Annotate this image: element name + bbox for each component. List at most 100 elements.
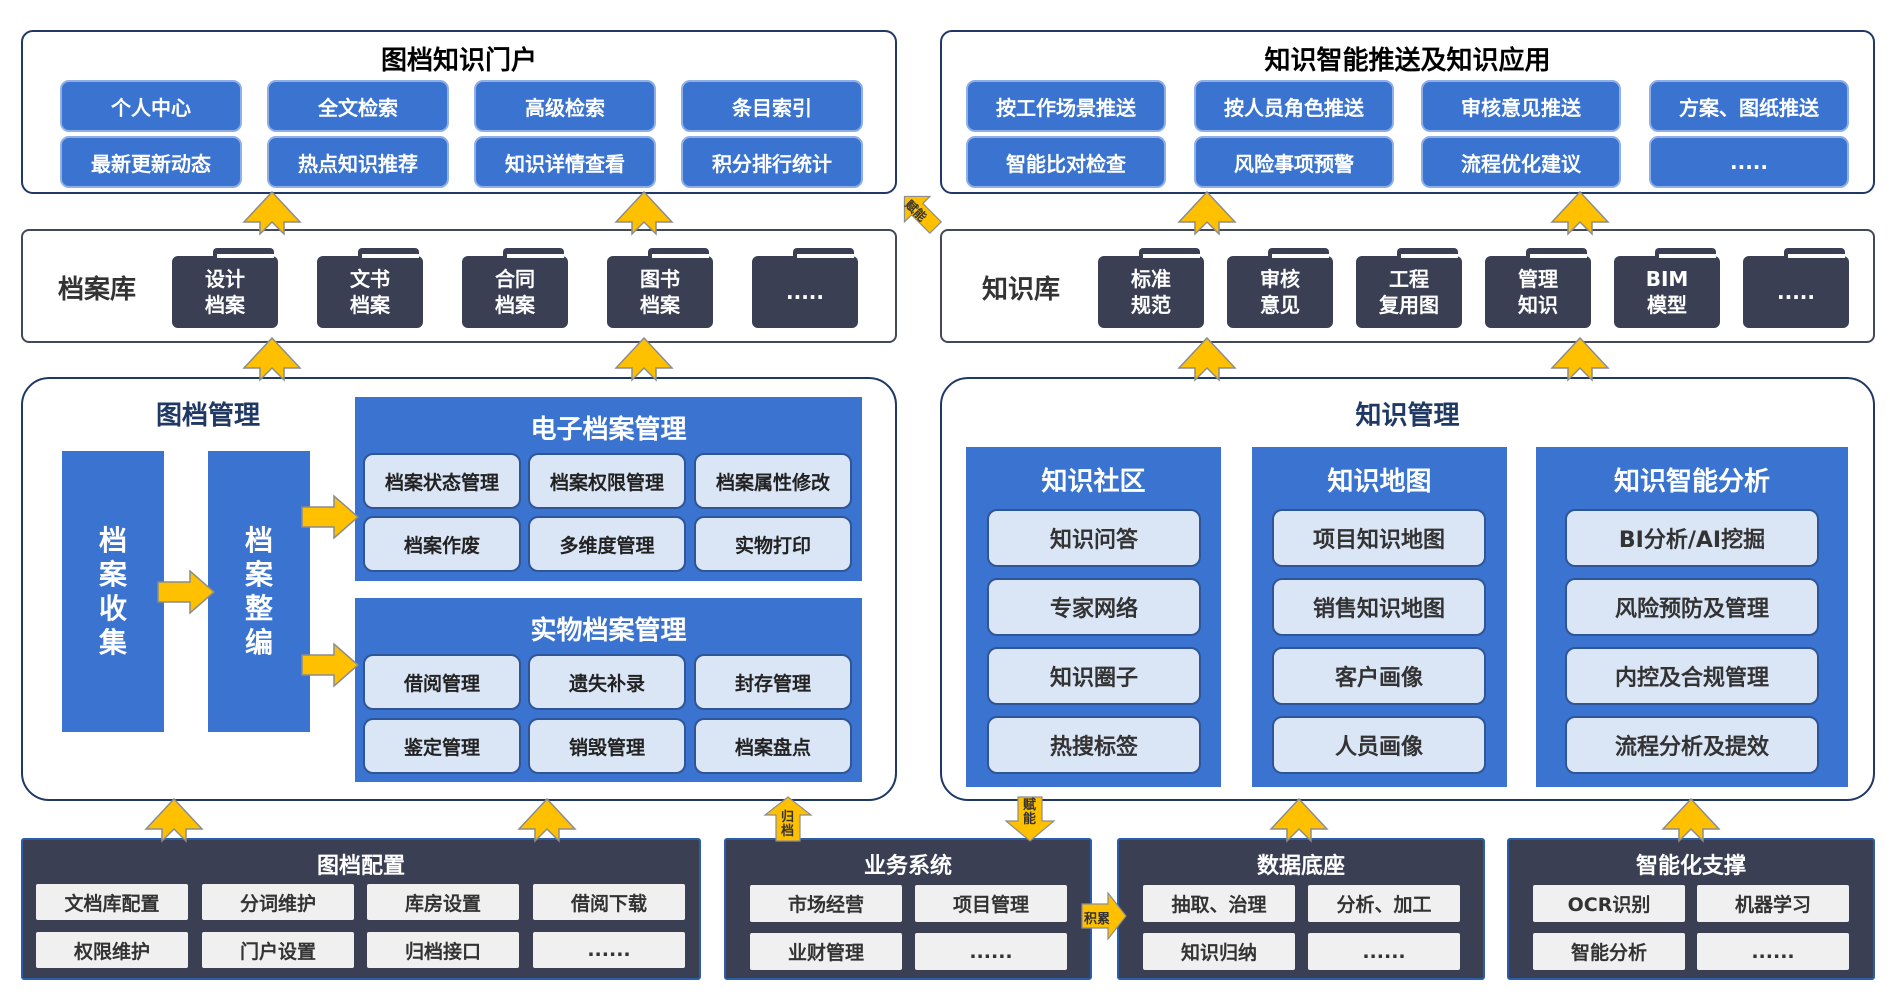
electronic-item[interactable]: 档案权限管理 [528, 453, 686, 509]
community-item[interactable]: 知识圈子 [987, 647, 1201, 705]
analysis-item[interactable]: 风险预防及管理 [1565, 578, 1819, 636]
map-item[interactable]: 销售知识地图 [1272, 578, 1486, 636]
folder-icon[interactable]: ..... [1743, 248, 1849, 328]
folder-label: 审核 意见 [1260, 267, 1300, 317]
business-item[interactable]: 项目管理 [915, 885, 1067, 922]
push-button[interactable]: 按工作场景推送 [966, 80, 1166, 132]
knowledge-map-title: 知识地图 [1327, 467, 1432, 497]
push-button[interactable]: 方案、图纸推送 [1649, 80, 1849, 132]
map-item[interactable]: 客户画像 [1272, 647, 1486, 705]
folder-icon[interactable]: 标准 规范 [1098, 248, 1204, 328]
folder-icon[interactable]: 审核 意见 [1227, 248, 1333, 328]
portal-button[interactable]: 知识详情查看 [474, 136, 656, 188]
archive-library: 档案库 [21, 229, 897, 343]
ai-support-title: 智能化支撑 [1635, 854, 1746, 879]
up-arrow-icon [1550, 190, 1610, 236]
portal-button[interactable]: 条目索引 [681, 80, 863, 132]
folder-icon[interactable]: BIM 模型 [1614, 248, 1720, 328]
portal-button[interactable]: 个人中心 [60, 80, 242, 132]
ai-item[interactable]: 机器学习 [1697, 885, 1849, 922]
config-item[interactable]: ...... [533, 932, 685, 968]
archive-collect-label: 档 案 收 集 [98, 523, 127, 659]
empower-down-arrow: 赋 能 [1004, 796, 1056, 842]
physical-item[interactable]: 销毁管理 [528, 718, 686, 774]
config-item[interactable]: 门户设置 [202, 932, 354, 968]
push-button[interactable]: 审核意见推送 [1421, 80, 1621, 132]
config-item[interactable]: 库房设置 [367, 884, 519, 920]
up-arrow-icon [1177, 336, 1237, 382]
push-button[interactable]: 按人员角色推送 [1194, 80, 1394, 132]
knowledge-community-title: 知识社区 [1041, 467, 1146, 497]
folder-label: ..... [1777, 280, 1815, 304]
data-item[interactable]: ...... [1308, 933, 1460, 970]
data-item[interactable]: 分析、加工 [1308, 885, 1460, 922]
diagonal-arrow-icon [903, 195, 943, 235]
archive-management-title: 图档管理 [155, 401, 260, 431]
folder-label: 图书 档案 [640, 267, 680, 317]
community-item[interactable]: 专家网络 [987, 578, 1201, 636]
push-button[interactable]: 流程优化建议 [1421, 136, 1621, 188]
folder-label: 工程 复用图 [1379, 267, 1439, 317]
folder-icon[interactable]: 设计 档案 [172, 248, 278, 328]
folder-label: 设计 档案 [205, 267, 245, 317]
business-item[interactable]: 市场经营 [750, 885, 902, 922]
push-button[interactable]: 智能比对检查 [966, 136, 1166, 188]
push-button[interactable]: 风险事项预警 [1194, 136, 1394, 188]
community-item[interactable]: 知识问答 [987, 509, 1201, 567]
electronic-item[interactable]: 档案属性修改 [694, 453, 852, 509]
up-arrow-icon [614, 190, 674, 236]
folder-icon[interactable]: ..... [752, 248, 858, 328]
config-item[interactable]: 分词维护 [202, 884, 354, 920]
electronic-item[interactable]: 多维度管理 [528, 516, 686, 572]
physical-item[interactable]: 遗失补录 [528, 654, 686, 710]
config-item[interactable]: 文档库配置 [36, 884, 188, 920]
analysis-item[interactable]: BI分析/AI挖掘 [1565, 509, 1819, 567]
folder-icon[interactable]: 管理 知识 [1485, 248, 1591, 328]
physical-item[interactable]: 封存管理 [694, 654, 852, 710]
folder-label: ..... [786, 280, 824, 304]
map-item[interactable]: 项目知识地图 [1272, 509, 1486, 567]
up-arrow-icon [242, 336, 302, 382]
portal-button[interactable]: 积分排行统计 [681, 136, 863, 188]
push-button[interactable]: ..... [1649, 136, 1849, 188]
config-item[interactable]: 权限维护 [36, 932, 188, 968]
physical-item[interactable]: 借阅管理 [363, 654, 521, 710]
folder-icon[interactable]: 图书 档案 [607, 248, 713, 328]
portal-button[interactable]: 高级检索 [474, 80, 656, 132]
physical-item[interactable]: 鉴定管理 [363, 718, 521, 774]
analysis-item[interactable]: 流程分析及提效 [1565, 716, 1819, 774]
folder-icon[interactable]: 文书 档案 [317, 248, 423, 328]
electronic-item[interactable]: 档案状态管理 [363, 453, 521, 509]
business-item[interactable]: ...... [915, 933, 1067, 970]
up-arrow-icon [614, 336, 674, 382]
right-arrow-icon [1081, 891, 1127, 941]
up-arrow-icon [1269, 797, 1329, 843]
community-item[interactable]: 热搜标签 [987, 716, 1201, 774]
archive-organize[interactable]: 档 案 整 编 [208, 451, 310, 732]
portal-button[interactable]: 热点知识推荐 [267, 136, 449, 188]
business-item[interactable]: 业财管理 [750, 933, 902, 970]
ai-item[interactable]: OCR识别 [1533, 885, 1685, 922]
map-item[interactable]: 人员画像 [1272, 716, 1486, 774]
electronic-item[interactable]: 实物打印 [694, 516, 852, 572]
physical-item[interactable]: 档案盘点 [694, 718, 852, 774]
config-item[interactable]: 归档接口 [367, 932, 519, 968]
electronic-item[interactable]: 档案作废 [363, 516, 521, 572]
portal-button[interactable]: 最新更新动态 [60, 136, 242, 188]
archive-arrow-label: 归 档 [781, 810, 795, 839]
empower-arrow: 赋能 [898, 190, 943, 235]
config-item[interactable]: 借阅下载 [533, 884, 685, 920]
ai-item[interactable]: ...... [1697, 933, 1849, 970]
up-arrow-icon [144, 797, 204, 843]
archive-collect[interactable]: 档 案 收 集 [62, 451, 164, 732]
portal-button[interactable]: 全文检索 [267, 80, 449, 132]
analysis-item[interactable]: 内控及合规管理 [1565, 647, 1819, 705]
folder-icon[interactable]: 工程 复用图 [1356, 248, 1462, 328]
ai-item[interactable]: 智能分析 [1533, 933, 1685, 970]
data-item[interactable]: 抽取、治理 [1143, 885, 1295, 922]
down-arrow-icon [1004, 796, 1056, 842]
folder-icon[interactable]: 合同 档案 [462, 248, 568, 328]
knowledge-analysis-title: 知识智能分析 [1613, 467, 1770, 497]
data-item[interactable]: 知识归纳 [1143, 933, 1295, 970]
accumulate-label: 积累 [1084, 912, 1111, 927]
